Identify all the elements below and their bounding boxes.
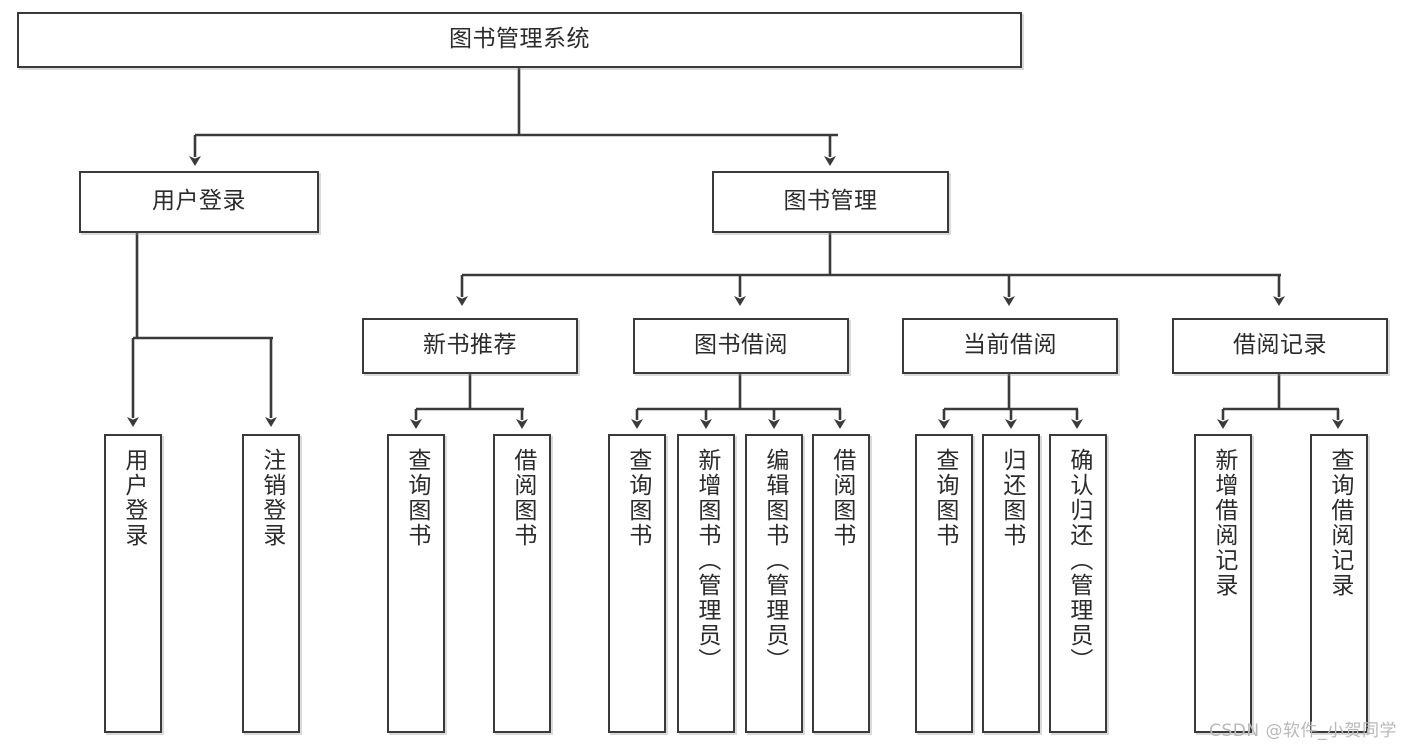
leaf-current-borrow-return[interactable]: 归还图书 — [982, 434, 1040, 733]
node-label: 归还图书 — [998, 448, 1025, 548]
node-borrow-record[interactable]: 借阅记录 — [1172, 318, 1388, 374]
node-label: 注销登录 — [258, 448, 285, 548]
node-book-management[interactable]: 图书管理 — [712, 171, 949, 233]
node-label: 新书推荐 — [423, 332, 517, 359]
node-label: 查询图书 — [403, 448, 430, 548]
node-current-borrow[interactable]: 当前借阅 — [902, 318, 1118, 374]
node-label: 查询借阅记录 — [1326, 448, 1353, 598]
node-book-borrow[interactable]: 图书借阅 — [633, 318, 849, 374]
node-new-book-recommend[interactable]: 新书推荐 — [362, 318, 578, 374]
node-label: 用户登录 — [152, 188, 246, 215]
leaf-current-borrow-query[interactable]: 查询图书 — [915, 434, 973, 733]
leaf-book-borrow-edit[interactable]: 编辑图书（管理员） — [745, 434, 803, 733]
node-label: 当前借阅 — [963, 332, 1057, 359]
node-label: 图书借阅 — [694, 332, 788, 359]
node-label: 查询图书 — [931, 448, 958, 548]
leaf-current-borrow-confirm-return[interactable]: 确认归还（管理员） — [1049, 434, 1107, 733]
leaf-book-borrow-borrow[interactable]: 借阅图书 — [812, 434, 870, 733]
leaf-borrow-record-query[interactable]: 查询借阅记录 — [1310, 434, 1368, 733]
node-label: 新增图书（管理员） — [693, 448, 720, 673]
leaf-book-borrow-query[interactable]: 查询图书 — [608, 434, 666, 733]
node-label: 借阅图书 — [509, 448, 536, 548]
node-root-system[interactable]: 图书管理系统 — [17, 12, 1022, 68]
node-label: 图书管理 — [783, 188, 878, 215]
node-user-login[interactable]: 用户登录 — [79, 171, 319, 233]
leaf-new-book-borrow[interactable]: 借阅图书 — [493, 434, 551, 733]
node-label: 编辑图书（管理员） — [761, 448, 788, 673]
leaf-user-login-login[interactable]: 用户登录 — [104, 434, 162, 733]
leaf-user-login-logout[interactable]: 注销登录 — [242, 434, 300, 733]
node-label: 借阅记录 — [1233, 332, 1327, 359]
leaf-borrow-record-add[interactable]: 新增借阅记录 — [1194, 434, 1252, 733]
node-label: 新增借阅记录 — [1210, 448, 1237, 598]
leaf-book-borrow-add[interactable]: 新增图书（管理员） — [677, 434, 735, 733]
node-label: 用户登录 — [120, 448, 147, 548]
leaf-new-book-query[interactable]: 查询图书 — [387, 434, 445, 733]
node-label: 图书管理系统 — [449, 26, 590, 53]
node-label: 借阅图书 — [828, 448, 855, 548]
node-label: 查询图书 — [624, 448, 651, 548]
csdn-watermark: CSDN @软件_小贺同学 — [1209, 721, 1397, 741]
node-label: 确认归还（管理员） — [1065, 448, 1092, 673]
